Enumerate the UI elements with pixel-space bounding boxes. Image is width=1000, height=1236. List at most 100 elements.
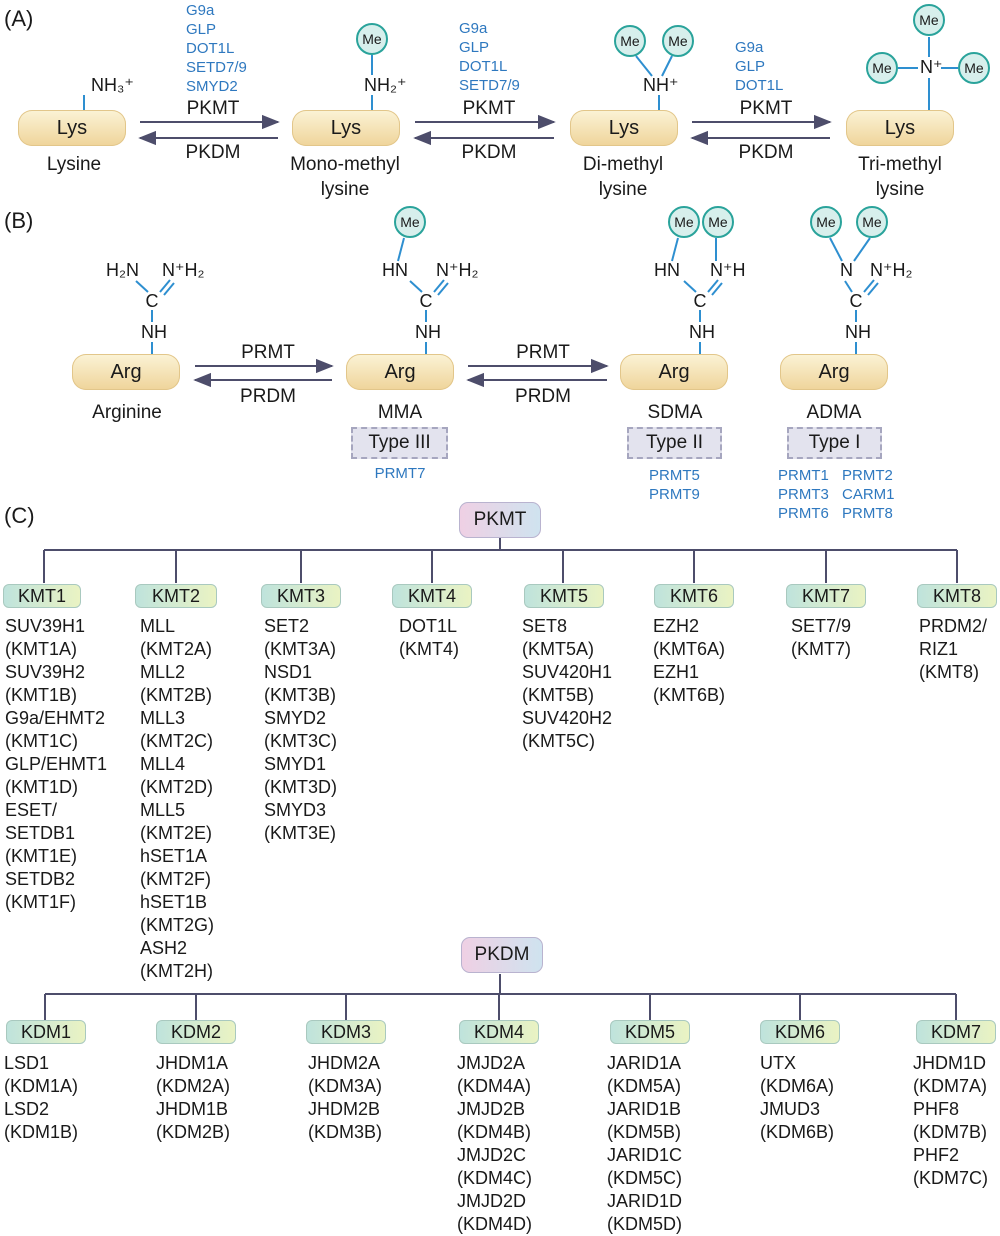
- enzyme-label: PRMT3: [778, 486, 829, 503]
- enzyme-label: GLP: [186, 21, 217, 38]
- pkdm-root-node: PKDM: [461, 937, 543, 973]
- list-item: JMJD2C: [457, 1145, 527, 1165]
- lys-residue-3: Lys: [570, 110, 678, 146]
- methyl-group: Me: [614, 25, 646, 57]
- list-item: (KMT2F): [140, 869, 211, 889]
- list-item: RIZ1: [919, 639, 959, 659]
- list-item: SUV420H1: [522, 662, 613, 682]
- kmt7-member-list: SET7/9 (KMT7): [791, 615, 851, 661]
- list-item: UTX: [760, 1053, 796, 1073]
- kdm1-member-list: LSD1 (KDM1A) LSD2 (KDM1B): [4, 1052, 78, 1144]
- arg-methyl-bond-3a: [671, 237, 679, 262]
- enzyme-label: G9a: [735, 39, 764, 56]
- type-i-box: Type I: [787, 427, 882, 459]
- list-item: PHF8: [913, 1099, 960, 1119]
- list-item: SUV39H1: [5, 616, 86, 636]
- list-item: NSD1: [264, 662, 313, 682]
- lysine-name-2: Mono-methyl lysine: [290, 153, 400, 202]
- type-i-enzymes-col2: PRMT2 CARM1 PRMT8: [842, 466, 895, 523]
- arg-methyl-bond-4b: [853, 237, 871, 262]
- arg-double-2b: [437, 282, 449, 296]
- arg-double-1b: [163, 282, 175, 296]
- methyl-group: Me: [356, 23, 388, 55]
- kdm7-node: KDM7: [916, 1020, 996, 1044]
- list-item: LSD2: [4, 1099, 50, 1119]
- list-item: EZH2: [653, 616, 700, 636]
- pkmt-label-3: PKMT: [739, 98, 793, 119]
- list-item: (KDM6B): [760, 1122, 835, 1142]
- arg-bond-left-4: [844, 280, 853, 293]
- list-item: ASH2: [140, 938, 188, 958]
- kmt4-node: KMT4: [392, 584, 472, 608]
- list-item: (KDM4A): [457, 1076, 532, 1096]
- kdm6-member-list: UTX (KDM6A) JMUD3 (KDM6B): [760, 1052, 834, 1144]
- list-item: (KMT1C): [5, 731, 78, 751]
- list-item: (KMT2E): [140, 823, 212, 843]
- list-item: (KDM3B): [308, 1122, 383, 1142]
- kdm2-member-list: JHDM1A (KDM2A) JHDM1B (KDM2B): [156, 1052, 230, 1144]
- list-item: (KMT2H): [140, 961, 213, 981]
- list-item: SET7/9: [791, 616, 852, 636]
- arginine-name-4: ADMA: [806, 402, 862, 423]
- kdm1-node: KDM1: [6, 1020, 86, 1044]
- list-item: JHDM1B: [156, 1099, 229, 1119]
- list-item: (KMT1E): [5, 846, 77, 866]
- panel-label-b: (B): [4, 208, 34, 233]
- state-name-line: lysine: [320, 178, 370, 200]
- arg-right-group-1: N⁺H₂: [162, 260, 205, 280]
- list-item: (KDM4C): [457, 1168, 532, 1188]
- arg-residue-4: Arg: [780, 354, 888, 390]
- pkdm-label-1: PKDM: [185, 142, 241, 163]
- list-item: MLL5: [140, 800, 186, 820]
- prdm-label-2: PRDM: [515, 386, 571, 407]
- arg-left-group-4: N: [840, 260, 853, 280]
- kdm3-node: KDM3: [306, 1020, 386, 1044]
- list-item: MLL4: [140, 754, 186, 774]
- list-item: (KMT3D): [264, 777, 337, 797]
- list-item: PHF2: [913, 1145, 960, 1165]
- kdm4-node: KDM4: [459, 1020, 539, 1044]
- arg-methyl-bond-4a: [829, 237, 843, 262]
- arg-double-4b: [867, 282, 879, 296]
- list-item: JARID1B: [607, 1099, 682, 1119]
- arg-double-4a: [863, 279, 875, 293]
- arg-methyl-bond-2: [397, 237, 405, 262]
- list-item: JMJD2D: [457, 1191, 527, 1211]
- arg-nh-1: NH: [141, 322, 167, 342]
- list-item: SET8: [522, 616, 568, 636]
- pkmt-label-1: PKMT: [186, 98, 240, 119]
- kmt8-node: KMT8: [917, 584, 997, 608]
- pkdm-label-3: PKDM: [738, 142, 794, 163]
- methyl-group: Me: [394, 206, 426, 238]
- kmt4-member-list: DOT1L (KMT4): [399, 615, 459, 661]
- enzyme-label: PRMT1: [778, 467, 829, 484]
- enzyme-label: PRMT2: [842, 467, 893, 484]
- arg-left-group-1: H₂N: [106, 260, 139, 280]
- arginine-name-1: Arginine: [92, 402, 162, 423]
- list-item: (KMT1F): [5, 892, 76, 912]
- enzyme-label: G9a: [186, 2, 215, 19]
- lysine-name-4: Tri-methyl lysine: [858, 153, 942, 202]
- kmt2-node: KMT2: [135, 584, 217, 608]
- list-item: (KDM1B): [4, 1122, 79, 1142]
- arg-nh-4: NH: [845, 322, 871, 342]
- list-item: JARID1D: [607, 1191, 683, 1211]
- kmt5-node: KMT5: [524, 584, 604, 608]
- pkdm-label-2: PKDM: [461, 142, 517, 163]
- kdm2-node: KDM2: [156, 1020, 236, 1044]
- lys-residue-4: Lys: [846, 110, 954, 146]
- enzyme-label: CARM1: [842, 486, 895, 503]
- list-item: (KDM4B): [457, 1122, 532, 1142]
- arginine-name-2: MMA: [377, 402, 423, 423]
- list-item: LSD1: [4, 1053, 50, 1073]
- methyl-group: Me: [810, 206, 842, 238]
- enzyme-label: GLP: [459, 39, 490, 56]
- state-name-line: Lysine: [46, 154, 102, 175]
- list-item: JARID1C: [607, 1145, 683, 1165]
- lysine-group-1: NH₃⁺: [91, 75, 134, 95]
- arg-nh-3: NH: [689, 322, 715, 342]
- arg-residue-3: Arg: [620, 354, 728, 390]
- state-name-line: lysine: [598, 178, 648, 200]
- kdm5-member-list: JARID1A (KDM5A) JARID1B (KDM5B) JARID1C …: [607, 1052, 682, 1236]
